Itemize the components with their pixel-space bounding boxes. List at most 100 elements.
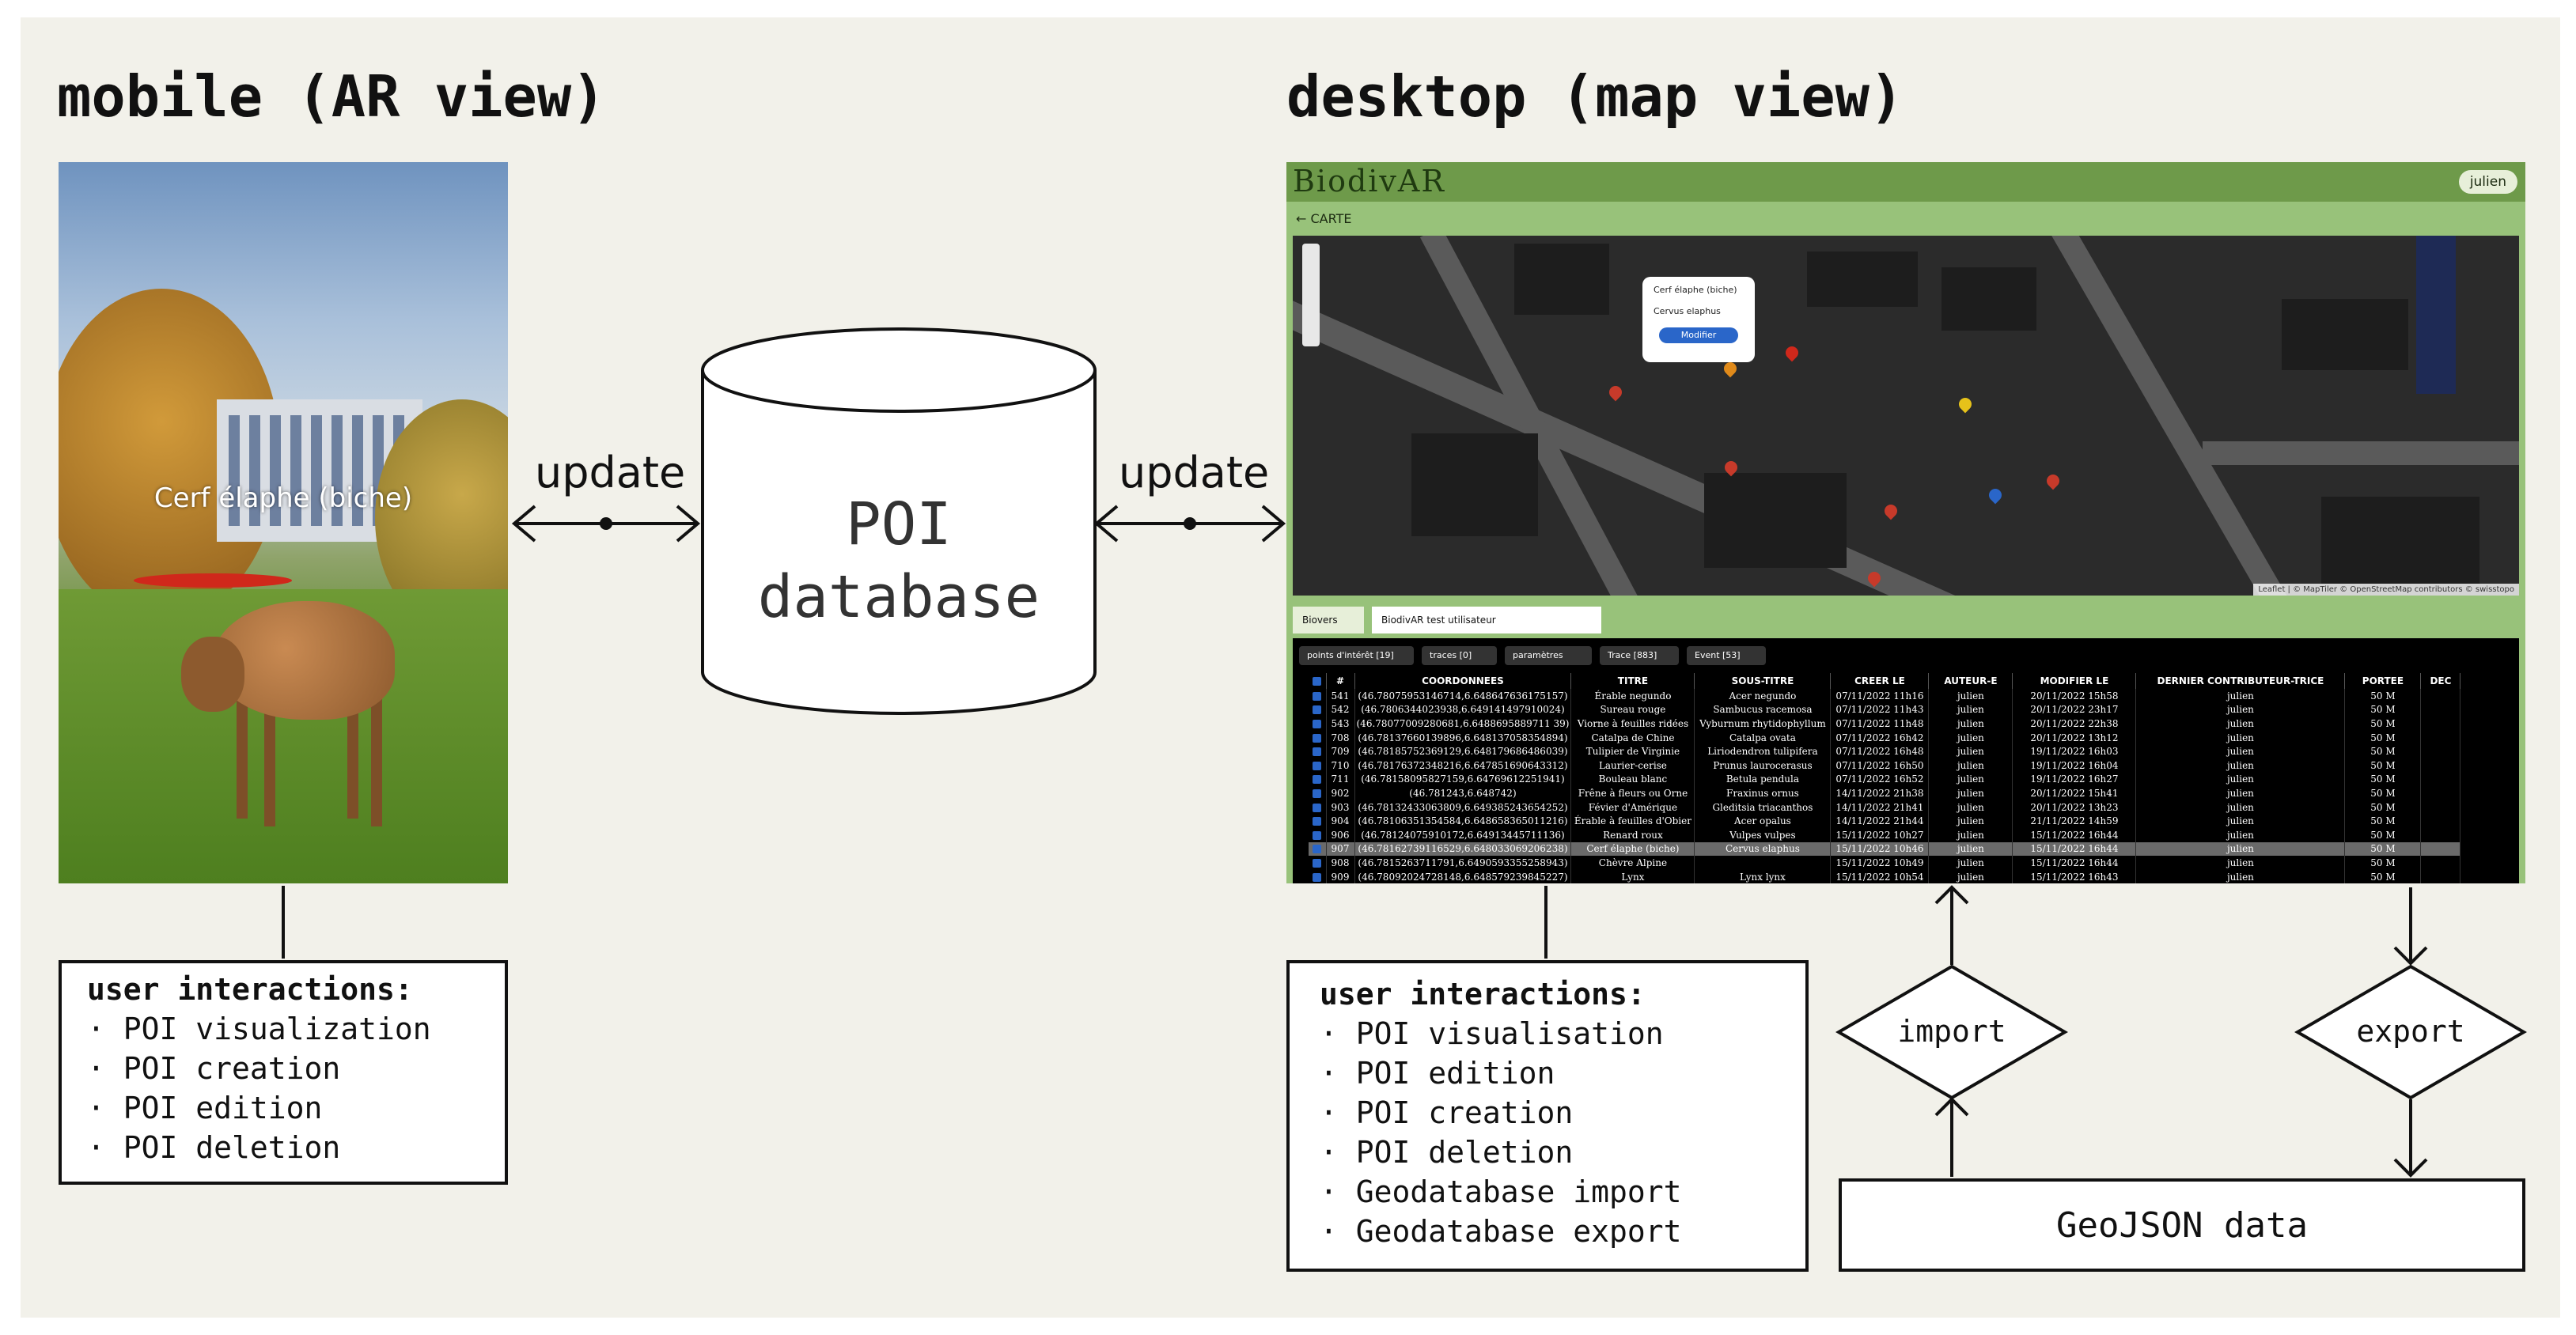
row-checkbox[interactable] — [1309, 827, 1327, 842]
row-checkbox[interactable] — [1309, 702, 1327, 717]
row-checkbox[interactable] — [1309, 689, 1327, 703]
table-cell-empty — [2420, 786, 2461, 800]
poi-marker-icon[interactable] — [1606, 383, 1625, 402]
subtab-trace[interactable]: Trace [883] — [1600, 646, 1679, 665]
table-cell: 542 — [1326, 702, 1355, 717]
table-row[interactable]: 902(46.781243,6.648742)Frêne à fleurs ou… — [1309, 786, 2461, 800]
table-row[interactable]: 908(46.7815263711791,6.6490593355258943)… — [1309, 856, 2461, 870]
table-cell: julien — [1928, 702, 2013, 717]
table-cell: (46.7806344023938,6.649141497910024) — [1354, 702, 1572, 717]
map-controls[interactable] — [1302, 244, 1320, 346]
subtab-poi[interactable]: points d'intérêt [19] — [1299, 646, 1414, 665]
row-checkbox[interactable] — [1309, 869, 1327, 883]
tab-project[interactable]: BiodivAR test utilisateur — [1372, 607, 1601, 633]
row-checkbox[interactable] — [1309, 856, 1327, 870]
user-menu-button[interactable]: julien — [2458, 170, 2517, 194]
tab-biovers[interactable]: Biovers — [1293, 607, 1364, 633]
list-item: · POI edition — [87, 1091, 323, 1125]
table-row[interactable]: 709(46.78185752369129,6.648179686486039)… — [1309, 744, 2461, 758]
table-cell: Érable à feuilles d'Obier — [1570, 814, 1695, 828]
table-cell: 906 — [1326, 827, 1355, 842]
table-cell: 50 M — [2344, 814, 2422, 828]
table-cell: julien — [1928, 772, 2013, 787]
poi-marker-icon[interactable] — [1986, 486, 2005, 505]
column-header[interactable]: TITRE — [1570, 673, 1695, 689]
table-row[interactable]: 542(46.7806344023938,6.649141497910024)S… — [1309, 702, 2461, 717]
table-cell: 19/11/2022 16h03 — [2012, 744, 2137, 758]
table-cell: (46.78185752369129,6.648179686486039) — [1354, 744, 1572, 758]
table-cell: julien — [1928, 689, 2013, 703]
row-checkbox[interactable] — [1309, 744, 1327, 758]
table-cell: Betula pendula — [1694, 772, 1832, 787]
row-checkbox[interactable] — [1309, 772, 1327, 787]
import-label: import — [1897, 1014, 2006, 1049]
subtab-traces[interactable]: traces [0] — [1422, 646, 1497, 665]
table-cell: julien — [1928, 869, 2013, 883]
subtab-settings[interactable]: paramètres — [1505, 646, 1592, 665]
table-cell: 710 — [1326, 758, 1355, 773]
table-row[interactable]: 906(46.78124075910172,6.64913445711136)R… — [1309, 827, 2461, 842]
column-header[interactable]: DEC — [2420, 673, 2461, 689]
column-header[interactable]: CREER LE — [1830, 673, 1930, 689]
poi-marker-icon[interactable] — [1721, 359, 1740, 378]
table-cell: julien — [1928, 730, 2013, 745]
ar-poi-label[interactable]: Cerf élaphe (biche) — [153, 482, 413, 514]
table-cell: 50 M — [2344, 744, 2422, 758]
table-row[interactable]: 904(46.78106351354584,6.648658365011216)… — [1309, 814, 2461, 828]
popup-edit-button[interactable]: Modifier — [1659, 327, 1738, 343]
row-checkbox[interactable] — [1309, 786, 1327, 800]
table-cell-empty — [2420, 814, 2461, 828]
row-checkbox[interactable] — [1309, 841, 1327, 857]
export-label: export — [2356, 1014, 2465, 1049]
mobile-heading: mobile (AR view) — [57, 63, 606, 130]
list-item: · POI visualization — [87, 1012, 431, 1046]
table-cell: Chèvre Alpine — [1570, 856, 1695, 870]
column-header[interactable]: AUTEUR-E — [1928, 673, 2013, 689]
subtab-event[interactable]: Event [53] — [1687, 646, 1766, 665]
right-update-label: update — [1119, 448, 1270, 497]
column-header[interactable]: DERNIER CONTRIBUTEUR-TRICE — [2135, 673, 2346, 689]
table-cell: 907 — [1326, 841, 1355, 857]
table-row[interactable]: 541(46.78075953146714,6.648647636175157)… — [1309, 689, 2461, 703]
table-row[interactable]: 710(46.78176372348216,6.647851690643312)… — [1309, 758, 2461, 773]
column-header[interactable]: SOUS-TITRE — [1694, 673, 1832, 689]
row-checkbox[interactable] — [1309, 730, 1327, 745]
table-cell: 708 — [1326, 730, 1355, 745]
poi-marker-icon[interactable] — [1782, 343, 1801, 362]
poi-marker-icon[interactable] — [1881, 501, 1900, 520]
list-item: · Geodatabase import — [1320, 1174, 1682, 1209]
table-cell: julien — [1928, 841, 2013, 857]
table-row[interactable]: 708(46.78137660139896,6.648137058354894)… — [1309, 730, 2461, 745]
poi-marker-icon[interactable] — [2044, 471, 2063, 490]
column-header[interactable]: PORTEE — [2344, 673, 2422, 689]
table-row[interactable]: 907(46.78162739116529,6.648033069206238)… — [1309, 841, 2461, 857]
map-view[interactable]: Cerf élaphe (biche) Cervus elaphus Modif… — [1293, 236, 2519, 596]
column-header[interactable]: COORDONNEES — [1354, 673, 1572, 689]
row-checkbox[interactable] — [1309, 717, 1327, 731]
select-all-checkbox[interactable] — [1309, 673, 1327, 689]
table-row[interactable]: 543(46.78077009280681,6.6488695889711 39… — [1309, 717, 2461, 731]
table-cell: Févier d'Amérique — [1570, 800, 1695, 815]
map-road — [2203, 441, 2519, 465]
table-cell: (46.78092024728148,6.648579239845227) — [1354, 869, 1572, 883]
table-cell-empty — [2420, 841, 2461, 857]
table-cell: Tulipier de Virginie — [1570, 744, 1695, 758]
table-cell: 50 M — [2344, 786, 2422, 800]
column-header[interactable]: MODIFIER LE — [2012, 673, 2137, 689]
table-row[interactable]: 711(46.78158095827159,6.64769612251941)B… — [1309, 772, 2461, 787]
table-cell: 15/11/2022 10h27 — [1830, 827, 1930, 842]
row-checkbox[interactable] — [1309, 800, 1327, 815]
table-row[interactable]: 903(46.78132433063809,6.649385243654252)… — [1309, 800, 2461, 815]
left-arrow-dot — [600, 517, 612, 530]
column-header[interactable]: # — [1326, 673, 1355, 689]
back-to-map-link[interactable]: ← CARTE — [1296, 211, 1352, 226]
deer-head — [181, 637, 244, 712]
row-checkbox[interactable] — [1309, 758, 1327, 773]
table-cell: julien — [2135, 841, 2346, 857]
flowerbed — [134, 573, 292, 588]
row-checkbox[interactable] — [1309, 814, 1327, 828]
poi-marker-icon[interactable] — [1956, 395, 1975, 414]
map-building — [1807, 251, 1918, 307]
table-row[interactable]: 909(46.78092024728148,6.648579239845227)… — [1309, 869, 2461, 883]
deer-leg — [371, 676, 382, 826]
